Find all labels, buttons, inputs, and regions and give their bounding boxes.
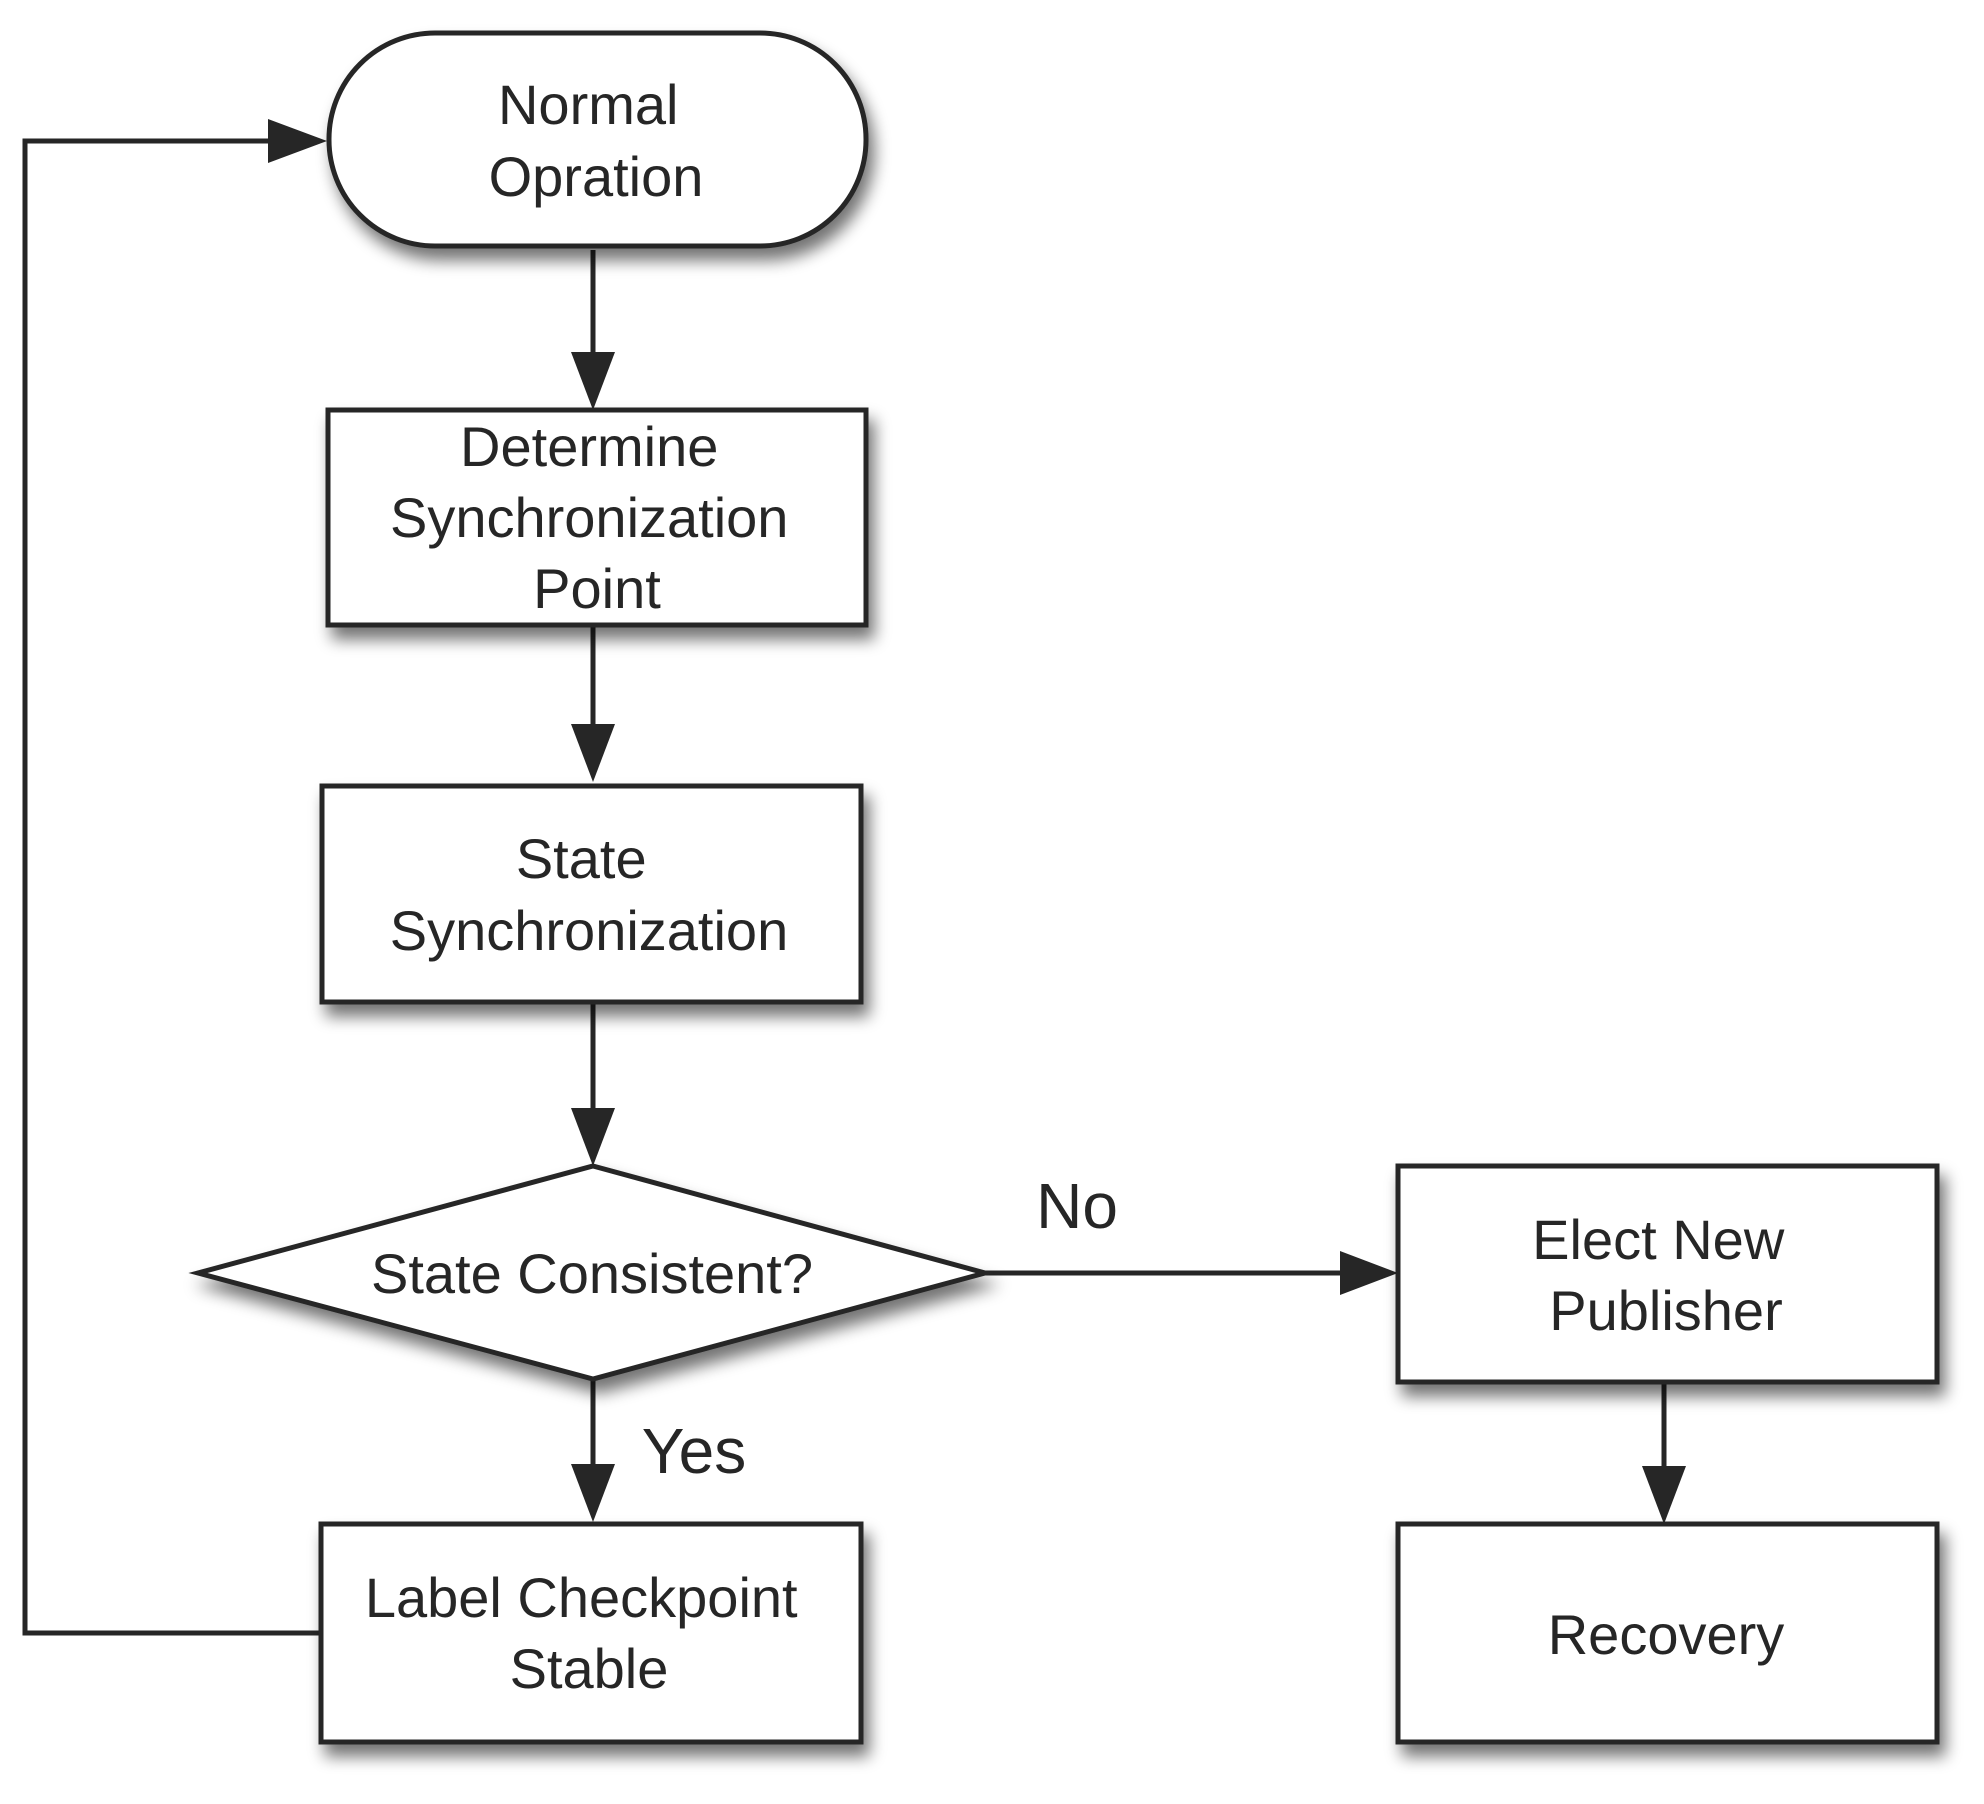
arrowhead-down-icon — [571, 1464, 615, 1522]
node-state-consistent: State Consistent? — [188, 1163, 995, 1382]
node-label-checkpoint-line-1: Label Checkpoint — [365, 1566, 798, 1629]
node-label-checkpoint-stable: Label Checkpoint Stable — [318, 1521, 864, 1745]
svg-text:Normal Opration: Normal Opration — [489, 73, 704, 208]
node-determine-line-3: Point — [533, 557, 661, 620]
node-elect-line-2: Publisher — [1549, 1279, 1782, 1342]
node-determine-line-1: Determine — [460, 415, 718, 478]
edge-label-yes: Yes — [642, 1415, 746, 1487]
node-state-sync-line-2: Synchronization — [390, 899, 788, 962]
node-recovery: Recovery — [1395, 1521, 1940, 1745]
arrowhead-down-icon — [571, 724, 615, 782]
node-normal-operation-line-2: Opration — [489, 145, 704, 208]
node-recovery-label: Recovery — [1548, 1603, 1785, 1666]
node-elect-line-1: Elect New — [1532, 1208, 1785, 1271]
svg-text:Determine Synchronizatio: Determine Synchronization Point — [390, 415, 804, 620]
edge-loop-back — [22, 138, 321, 1636]
node-normal-operation-line-1: Normal — [498, 73, 678, 136]
arrowhead-right-icon — [268, 119, 327, 163]
arrowhead-down-icon — [1642, 1466, 1686, 1524]
edge-label-no: No — [1036, 1170, 1118, 1242]
arrowhead-right-icon — [1340, 1251, 1398, 1295]
edges — [22, 119, 1686, 1636]
svg-text:Elect New Publisher: Elect New Publisher — [1532, 1208, 1800, 1342]
arrowhead-down-icon — [571, 1108, 615, 1166]
svg-text:State Synchronization: State Synchronization — [390, 827, 788, 962]
svg-text:Label Checkpoint Stable: Label Checkpoint Stable — [365, 1566, 813, 1700]
node-state-sync-line-1: State — [516, 827, 647, 890]
svg-text:Recovery: Recovery — [1548, 1603, 1785, 1666]
node-state-synchronization: State Synchronization — [319, 783, 864, 1005]
node-decision-label: State Consistent? — [371, 1242, 813, 1305]
svg-text:State Consistent?: State Consistent? — [371, 1242, 813, 1305]
node-elect-new-publisher: Elect New Publisher — [1395, 1163, 1940, 1385]
node-determine-sync-point: Determine Synchronization Point — [325, 407, 869, 628]
node-normal-operation: Normal Opration — [326, 30, 869, 249]
node-determine-line-2: Synchronization — [390, 486, 788, 549]
node-label-checkpoint-line-2: Stable — [510, 1637, 669, 1700]
arrowhead-down-icon — [571, 352, 615, 410]
